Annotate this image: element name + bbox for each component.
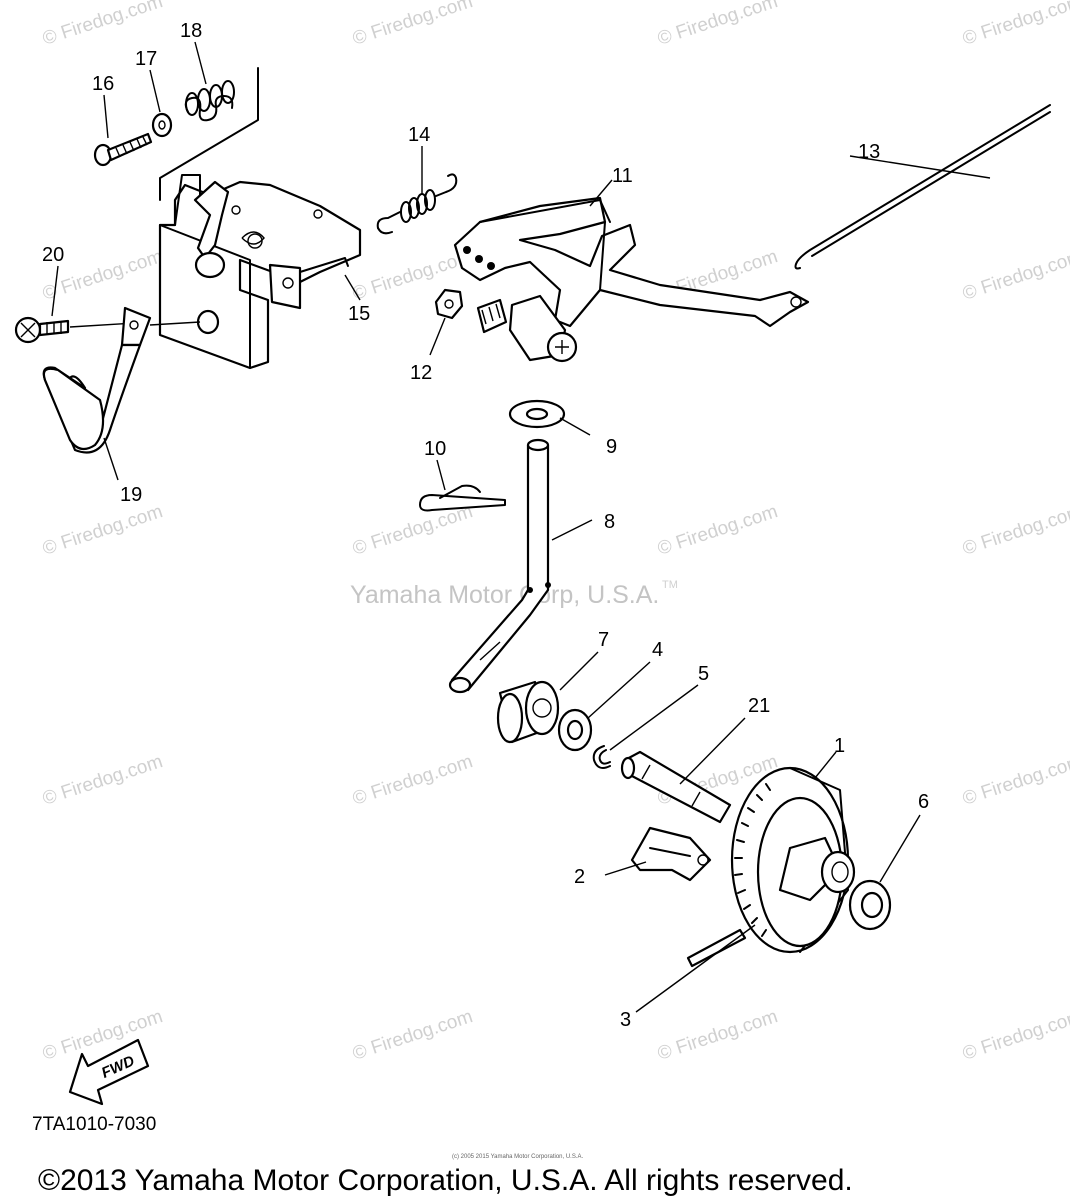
- part-label-6: 6: [918, 791, 929, 813]
- part-label-5: 5: [698, 663, 709, 685]
- part-label-9: 9: [606, 436, 617, 458]
- part-4-washer: [557, 708, 593, 752]
- watermark: © Firedog.com: [655, 0, 780, 50]
- watermark: © Firedog.com: [960, 1006, 1070, 1065]
- watermark: © Firedog.com: [960, 501, 1070, 560]
- trademark-mark: TM: [662, 579, 678, 591]
- leader-lines: [51, 41, 991, 1013]
- watermark: © Firedog.com: [350, 1006, 475, 1065]
- watermark: © Firedog.com: [350, 0, 475, 50]
- part-12-nut: [434, 288, 464, 320]
- part-7-bushing: [496, 680, 560, 744]
- part-label-4: 4: [652, 639, 663, 661]
- part-label-16: 16: [92, 73, 114, 95]
- part-6-washer: [848, 879, 892, 931]
- part-label-3: 3: [620, 1009, 631, 1031]
- watermark: © Firedog.com: [350, 751, 475, 810]
- part-label-8: 8: [604, 511, 615, 533]
- forward-direction-arrow: FWD: [68, 1038, 150, 1106]
- part-3-pin: [686, 928, 747, 968]
- part-16-screw: [93, 132, 153, 167]
- center-watermark: Yamaha Motor Corp, U.S.A.: [350, 581, 659, 609]
- part-label-14: 14: [408, 124, 430, 146]
- watermark: © Firedog.com: [350, 501, 475, 560]
- part-label-10: 10: [424, 438, 446, 460]
- alignment-line: [149, 321, 201, 326]
- watermark: © Firedog.com: [655, 1006, 780, 1065]
- part-label-15: 15: [348, 303, 370, 325]
- part-5-clip: [592, 745, 611, 769]
- part-label-1: 1: [834, 735, 845, 757]
- part-18-spring: [184, 80, 235, 122]
- watermark: © Firedog.com: [960, 246, 1070, 305]
- diagram-code: 7TA1010-7030: [32, 1114, 156, 1135]
- watermark: © Firedog.com: [655, 501, 780, 560]
- part-label-20: 20: [42, 244, 64, 266]
- part-21-pin-shaft: [620, 750, 732, 824]
- part-label-12: 12: [410, 362, 432, 384]
- watermark: © Firedog.com: [960, 751, 1070, 810]
- watermark: © Firedog.com: [960, 0, 1070, 50]
- part-labels: 1 2 3 4 5 6 7 8 9 10 11 12 13 14 15 16 1…: [42, 20, 929, 1031]
- part-9-washer: [508, 399, 566, 429]
- part-11-lever-arm: [453, 196, 810, 363]
- part-label-7: 7: [598, 629, 609, 651]
- part-1-governor-gear: [730, 766, 856, 954]
- watermark: © Firedog.com: [40, 751, 165, 810]
- assembly-bracket-line: [159, 67, 259, 201]
- part-label-2: 2: [574, 866, 585, 888]
- watermark: © Firedog.com: [40, 501, 165, 560]
- part-label-13: 13: [858, 141, 880, 163]
- small-copyright: (c) 2005 2015 Yamaha Motor Corporation, …: [452, 1154, 584, 1160]
- part-label-11: 11: [612, 165, 633, 187]
- part-2-weight: [630, 826, 712, 882]
- watermark-layer: © Firedog.com © Firedog.com © Firedog.co…: [40, 0, 1070, 1065]
- part-14-spring: [376, 173, 458, 235]
- part-17-washer: [151, 112, 173, 138]
- watermark: © Firedog.com: [40, 0, 165, 50]
- part-15-control-bracket: [158, 174, 362, 370]
- footer-copyright: ©2013 Yamaha Motor Corporation, U.S.A. A…: [38, 1164, 853, 1197]
- watermark: © Firedog.com: [40, 1006, 165, 1065]
- part-13-rod: [794, 104, 1051, 270]
- part-label-17: 17: [135, 48, 157, 70]
- part-label-19: 19: [120, 484, 142, 506]
- part-20-screw: [14, 316, 70, 344]
- part-8-shaft: [448, 438, 551, 694]
- part-19-clamp-strap: [42, 306, 152, 454]
- part-10-cotter-pin: [419, 484, 506, 512]
- part-label-18: 18: [180, 20, 202, 42]
- part-label-21: 21: [748, 695, 770, 717]
